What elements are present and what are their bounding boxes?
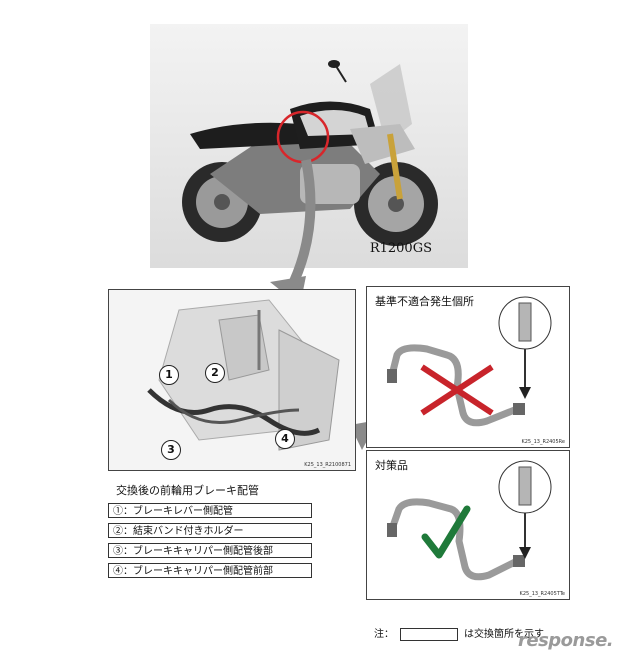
footer-note: 注： は交換箇所を示す [374,625,544,641]
legend-item-1: ①：ブレーキレバー側配管 [108,503,312,518]
callout-3: 3 [161,440,181,460]
nonconforming-title: 基準不適合発生個所 [375,295,474,308]
nonconforming-part-panel: 基準不適合発生個所 K25_13_R2405Re [366,286,570,448]
nonconforming-ref-code: K25_13_R2405Re [521,439,565,445]
watermark-logo: response. [518,630,614,651]
legend-title: 交換後の前輪用ブレーキ配管 [116,484,259,497]
diagram-ref-code: K25_13_R2100871 [304,462,351,468]
countermeasure-part-panel: 対策品 K25_13_R2405TTe [366,450,570,600]
callout-1: 1 [159,365,179,385]
note-prefix: 注： [374,629,394,640]
countermeasure-title: 対策品 [375,459,408,472]
callout-2: 2 [205,363,225,383]
legend-item-3: ③：ブレーキキャリパー側配管後部 [108,543,312,558]
note-sample-box [400,628,458,641]
callout-4: 4 [275,429,295,449]
motorcycle-photo: R1200GS [150,24,468,268]
legend-item-4: ④：ブレーキキャリパー側配管前部 [108,563,312,578]
note-suffix: は交換箇所を示す [464,629,544,640]
model-label: R1200GS [369,241,432,256]
engine-diagram: 1 2 3 4 K25_13_R2100871 [108,289,356,471]
legend-item-2: ②：結束バンド付きホルダー [108,523,312,538]
countermeasure-ref-code: K25_13_R2405TTe [519,591,565,597]
